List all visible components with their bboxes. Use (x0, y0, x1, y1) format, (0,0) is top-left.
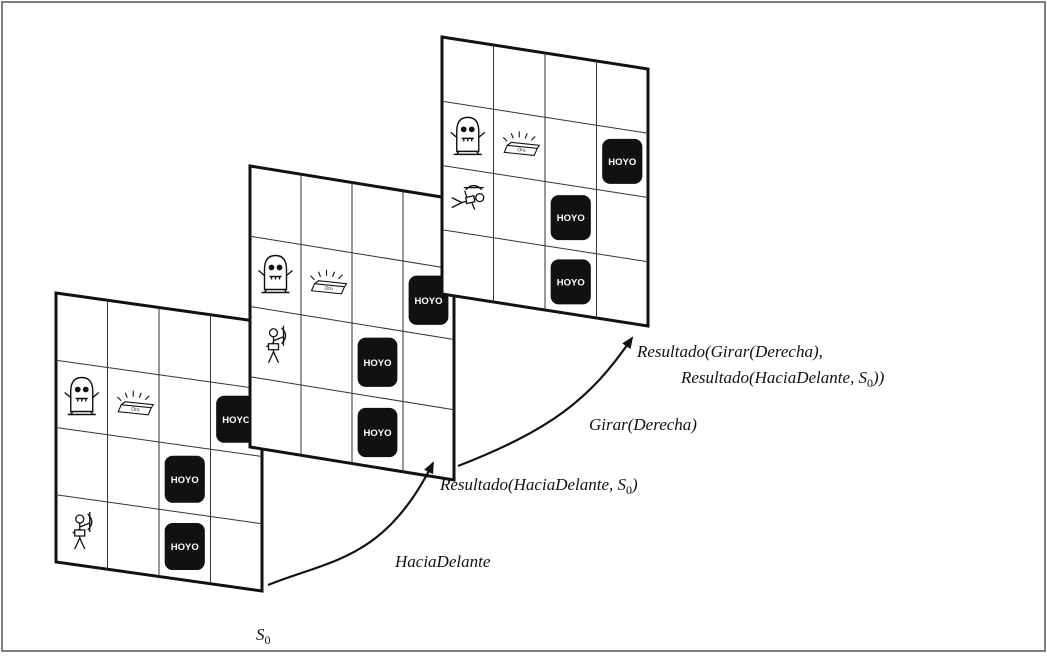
grid-line (441, 165, 649, 198)
board-cell (258, 254, 293, 294)
wumpus-icon (258, 254, 293, 294)
board-cell: HOYO (216, 395, 257, 443)
label-action-girar-derecha: Girar(Derecha) (589, 415, 697, 434)
label-result-2-line2: Resultado(HaciaDelante, S0)) (680, 368, 885, 390)
pit-icon: HOYO (216, 395, 257, 443)
board-cell: HOYO (408, 275, 449, 325)
pit-label: HOYO (171, 542, 199, 553)
pit-icon: HOYO (550, 259, 591, 305)
label-result-2-line1: Resultado(Girar(Derecha), (636, 342, 823, 361)
boards-layer: OroHOYOHOYOHOYOOroHOYOHOYOHOYOOroHOYOHOY… (54, 35, 650, 593)
gold-label: Oro (131, 406, 140, 413)
board-cell (72, 512, 93, 550)
pit-label: HOYO (557, 277, 585, 288)
pit-label: HOYO (364, 358, 392, 369)
wumpus-icon (64, 376, 100, 416)
pit-label: HOYO (557, 213, 585, 224)
board-cell (64, 376, 100, 416)
board-cell (266, 325, 287, 364)
gold-icon: Oro (116, 390, 155, 416)
pit-icon: HOYO (550, 195, 591, 241)
board-cell: HOYO (550, 259, 591, 305)
grid-line (55, 494, 263, 525)
board-cell: Oro (502, 131, 541, 156)
label-result-1: Resultado(HaciaDelante, S0) (439, 475, 638, 497)
board-cell (451, 184, 485, 210)
board-cell: HOYO (164, 522, 205, 571)
wumpus-icon (450, 116, 486, 156)
grid-line (249, 306, 455, 340)
agent-icon (451, 184, 485, 210)
board-cell: HOYO (357, 337, 398, 387)
board-cell: HOYO (550, 195, 591, 241)
grid-line (441, 229, 649, 263)
gold-icon: Oro (502, 131, 541, 156)
gold-label: Oro (517, 147, 526, 154)
pit-label: HOYO (222, 415, 250, 426)
pit-label: HOYO (415, 296, 443, 307)
pit-icon: HOYO (164, 455, 205, 503)
arrow-hacia-delante (267, 461, 434, 587)
pit-icon: HOYO (357, 337, 398, 387)
agent-icon (266, 325, 287, 364)
board-cell: HOYO (602, 138, 643, 184)
label-s0: S0 (256, 625, 271, 647)
board-cell: HOYO (357, 407, 398, 458)
pit-icon: HOYO (602, 138, 643, 184)
agent-icon (72, 512, 93, 550)
pit-icon: HOYO (408, 275, 449, 325)
arrow-girar-derecha (457, 336, 634, 468)
board-cell: Oro (310, 269, 348, 295)
pit-label: HOYO (171, 475, 199, 486)
grid-line (55, 427, 263, 457)
pit-icon: HOYO (357, 407, 398, 458)
board-cell: HOYO (164, 455, 205, 503)
gold-label: Oro (324, 285, 333, 292)
board-cell (450, 116, 486, 156)
gold-icon: Oro (310, 269, 348, 295)
grid-line (249, 376, 455, 411)
pit-label: HOYO (364, 428, 392, 439)
pit-icon: HOYO (164, 522, 205, 571)
board-cell: Oro (116, 390, 155, 416)
pit-label: HOYO (608, 157, 636, 168)
label-action-hacia-delante: HaciaDelante (394, 552, 491, 571)
